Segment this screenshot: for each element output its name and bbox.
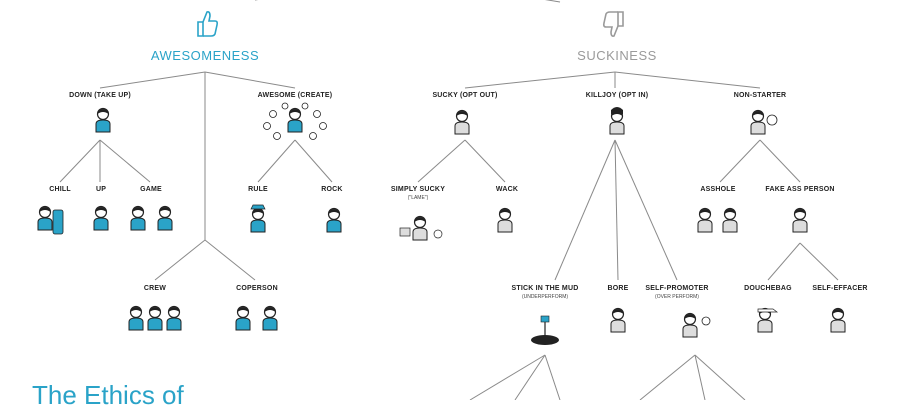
nonstarter-figure-icon <box>750 109 778 135</box>
node-nonstarter-label: NON-STARTER <box>734 92 787 99</box>
page-title: The Ethics of <box>32 380 184 410</box>
node-sucky-label: SUCKY (OPT OUT) <box>432 92 497 99</box>
awesome-figure-icon <box>263 102 327 140</box>
rule-figure-icon <box>250 204 266 233</box>
node-douchebag-label: DOUCHEBAG <box>744 285 792 292</box>
sucky-figure-icon <box>454 109 470 135</box>
node-rock-label: ROCK <box>321 186 342 193</box>
self-promoter-figure-icon <box>682 312 711 338</box>
node-chill-label: CHILL <box>49 186 71 193</box>
crew-figures-icon <box>128 305 182 331</box>
killjoy-figure-icon <box>609 107 625 135</box>
node-game-label: GAME <box>140 186 162 193</box>
wack-figure-icon <box>497 207 513 233</box>
rock-figure-icon <box>326 207 342 233</box>
node-stick-label: STICK IN THE MUD <box>512 285 579 292</box>
up-figure-icon <box>93 205 109 231</box>
down-figure-icon <box>95 107 111 133</box>
bore-figure-icon <box>610 307 626 333</box>
node-up-label: UP <box>96 186 106 193</box>
self-effacer-figure-icon <box>830 307 846 333</box>
node-wack-label: WACK <box>496 186 518 193</box>
connector-lines <box>59 0 839 400</box>
coperson-figures-icon <box>235 305 278 331</box>
node-fake-ass-label: FAKE ASS PERSON <box>765 186 834 193</box>
node-down-label: DOWN (TAKE UP) <box>69 92 131 99</box>
node-rule-label: RULE <box>248 186 268 193</box>
node-self-promoter-label: SELF-PROMOTER <box>645 285 708 292</box>
simply-sucky-figure-icon <box>399 215 443 241</box>
ethics-diagram: AWESOMENESS SUCKINESS DOWN (TAKE UP) AWE… <box>37 0 867 400</box>
node-simply-sucky-label: SIMPLY SUCKY <box>391 186 445 193</box>
node-killjoy-label: KILLJOY (OPT IN) <box>586 92 649 99</box>
category-suckiness: SUCKINESS <box>577 48 657 63</box>
node-stick-sub: (UNDERPERFORM) <box>522 294 568 300</box>
thumbs-up-icon <box>197 11 219 37</box>
node-self-promoter-sub: (OVER PERFORM) <box>655 294 699 300</box>
chill-figure-icon <box>37 205 64 235</box>
node-coperson-label: COPERSON <box>236 285 278 292</box>
asshole-figures-icon <box>697 207 738 233</box>
category-awesomeness: AWESOMENESS <box>151 48 259 63</box>
node-bore-label: BORE <box>607 285 628 292</box>
node-asshole-label: ASSHOLE <box>700 186 735 193</box>
node-simply-sucky-sub: ("LAME") <box>408 195 429 201</box>
thumbs-down-icon <box>602 11 624 37</box>
douchebag-figure-icon <box>757 307 779 333</box>
game-figures-icon <box>130 205 173 231</box>
node-crew-label: CREW <box>144 285 166 292</box>
node-self-effacer-label: SELF-EFFACER <box>812 285 867 292</box>
node-awesome-label: AWESOME (CREATE) <box>258 92 333 99</box>
stick-in-mud-icon <box>531 315 559 345</box>
fake-ass-figure-icon <box>792 207 808 233</box>
